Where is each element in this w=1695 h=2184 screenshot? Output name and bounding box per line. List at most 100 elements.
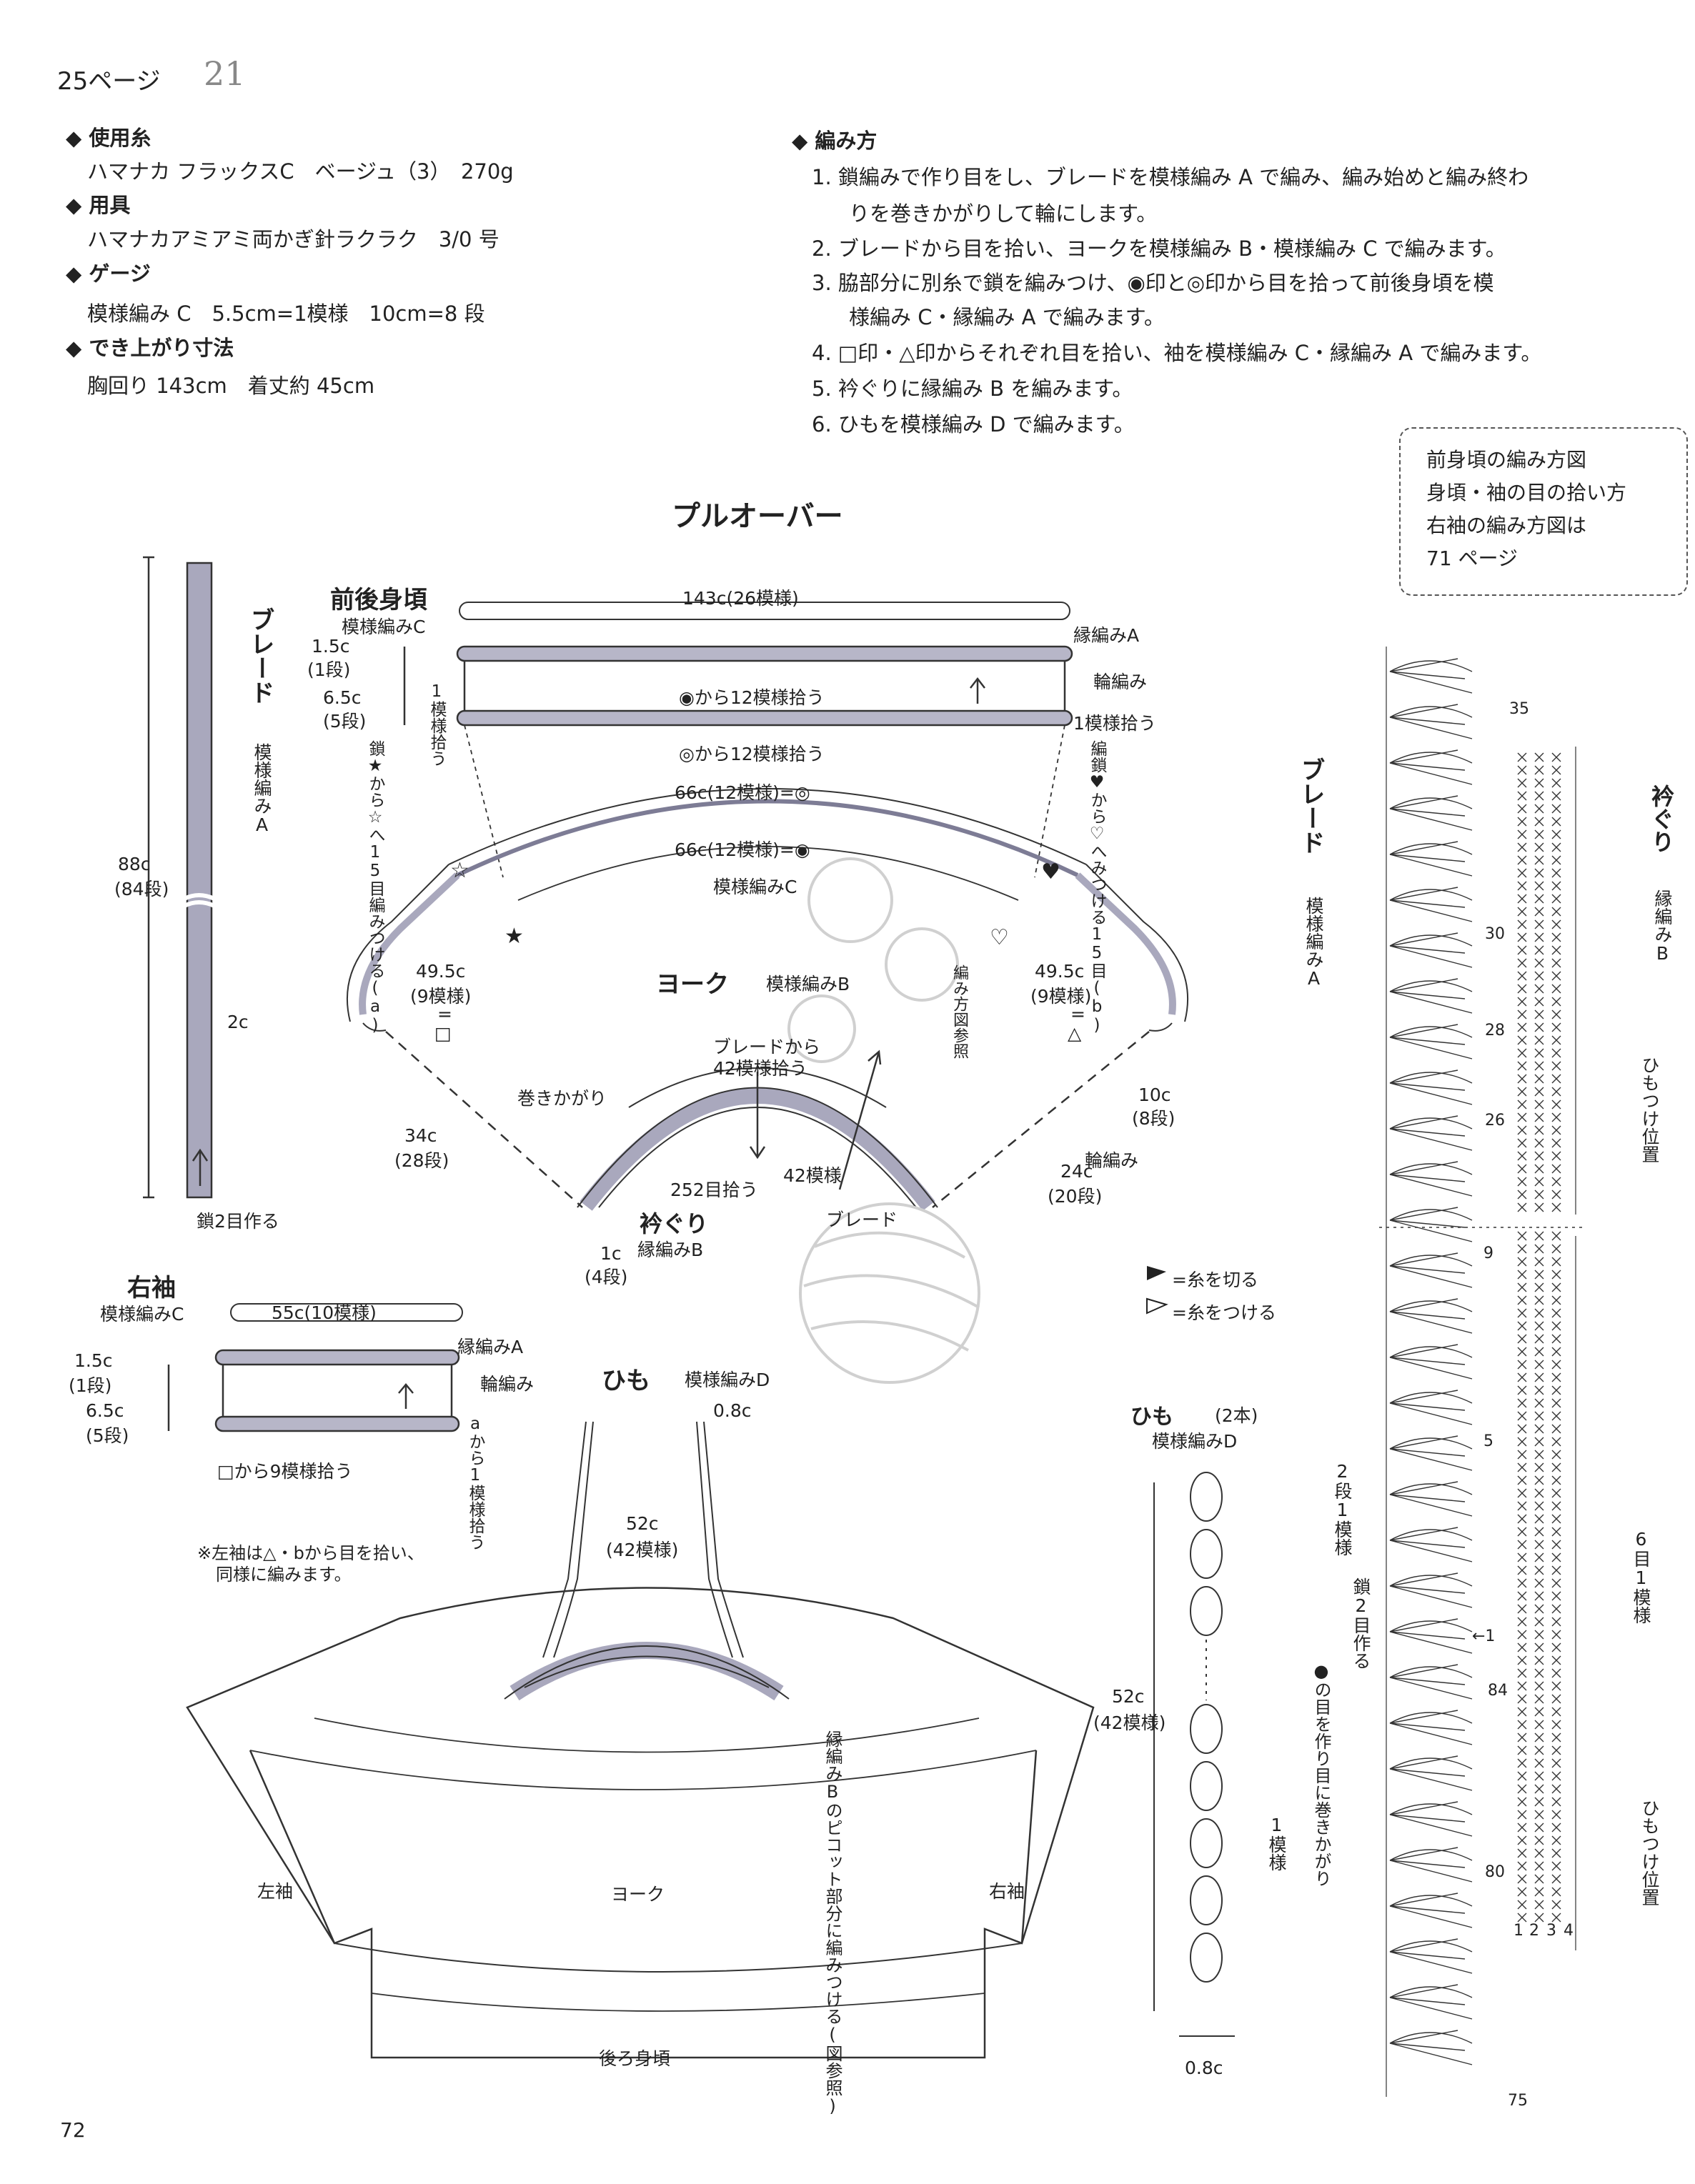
cross-stitch (1517, 1270, 1527, 1280)
cross-stitch (1517, 1720, 1527, 1730)
braid-fan-motif (1389, 1435, 1473, 1471)
cross-stitch (1551, 765, 1561, 775)
triangle-icon: △ (1068, 1023, 1082, 1044)
braid-fan-motif (1389, 1344, 1473, 1380)
cross-stitch (1534, 1321, 1544, 1331)
yoke-left-height: 34c (404, 1125, 437, 1146)
braid-fan-motif (1389, 1618, 1473, 1654)
cross-stitch (1517, 1604, 1527, 1614)
cross-stitch (1534, 1501, 1544, 1511)
body-width-bar (459, 602, 1070, 620)
cross-stitch (1551, 1797, 1561, 1807)
cross-stitch (1534, 1295, 1544, 1305)
cross-stitch (1534, 791, 1544, 801)
cross-stitch (1551, 958, 1561, 968)
neckline-chart-title: 衿ぐり (1648, 784, 1675, 853)
cross-stitch (1517, 1732, 1527, 1742)
cross-stitch (1534, 1527, 1544, 1537)
cross-stitch (1517, 778, 1527, 788)
cross-stitch (1517, 1565, 1527, 1575)
cross-stitch (1517, 1411, 1527, 1421)
yarn-ball-logo (787, 857, 980, 1384)
cross-stitch (1551, 1074, 1561, 1084)
yoke-42-patterns: 42模様 (783, 1165, 842, 1186)
cross-stitch (1534, 1100, 1544, 1110)
cross-stitch (1551, 1655, 1561, 1665)
cross-stitch (1534, 984, 1544, 994)
cross-stitch (1534, 1720, 1544, 1730)
braid-fan-motif (1389, 704, 1473, 739)
cord-thickness: 0.8c (713, 1400, 752, 1421)
cross-stitch (1534, 1202, 1544, 1212)
body-band-bottom (456, 709, 1073, 727)
cross-stitch (1551, 1112, 1561, 1122)
cross-stitch (1534, 1437, 1544, 1447)
cross-stitch (1517, 1360, 1527, 1370)
cross-stitch (1534, 1190, 1544, 1200)
cross-stitch (1517, 1074, 1527, 1084)
cord-chart-pattern-count: (42模様) (1093, 1712, 1166, 1733)
braid-fan-motif (1389, 1893, 1473, 1928)
star-filled-icon: ★ (504, 924, 524, 949)
cross-stitch (1517, 1475, 1527, 1485)
cross-stitch (1551, 1270, 1561, 1280)
braid-fan-motif (1389, 1390, 1473, 1425)
cross-stitch (1551, 1745, 1561, 1755)
cross-stitch (1517, 958, 1527, 968)
size-heading: でき上がり寸法 (89, 336, 234, 360)
cross-stitch (1534, 919, 1544, 929)
yoke-pattern-c: 模様編みC (713, 877, 797, 897)
cross-stitch (1517, 1745, 1527, 1755)
yoke-ring: 輪編み (1085, 1150, 1139, 1171)
cross-stitch (1517, 1591, 1527, 1601)
cross-stitch (1551, 1360, 1561, 1370)
row-number: 5 (1483, 1432, 1493, 1450)
cross-stitch (1534, 1488, 1544, 1498)
sleeve-ring: 輪編み (480, 1374, 535, 1395)
cross-stitch (1551, 1694, 1561, 1704)
size-text: 胸回り 143cm 着丈約 45cm (87, 374, 375, 398)
cross-stitch (1517, 1617, 1527, 1627)
cross-stitch (1517, 1385, 1527, 1395)
cross-stitch (1517, 1035, 1527, 1045)
cross-stitch (1517, 1540, 1527, 1550)
cross-stitch (1517, 1334, 1527, 1344)
cross-stitch (1551, 1720, 1561, 1730)
cross-stitch (1551, 1540, 1561, 1550)
cross-stitch (1517, 1164, 1527, 1174)
cross-stitch (1517, 919, 1527, 929)
chain-left-note: 鎖★から☆へ15目編みつける(a) (366, 740, 384, 1034)
row-number: 84 (1488, 1682, 1508, 1700)
cross-stitch (1517, 894, 1527, 904)
cross-stitch (1534, 1270, 1544, 1280)
cross-stitch (1551, 752, 1561, 762)
body-title: 前後身頃 (330, 586, 427, 614)
reference-note-box: 前身頃の編み方図 身頃・袖の目の拾い方 右袖の編み方図は 71 ページ (1399, 427, 1688, 596)
cross-stitch (1517, 1655, 1527, 1665)
heart-filled-icon: ♥ (1041, 859, 1060, 884)
cross-stitch (1551, 907, 1561, 917)
tool-heading: 用具 (89, 193, 131, 217)
body-width: 143c(26模様) (682, 588, 799, 609)
cross-stitch (1551, 1900, 1561, 1910)
cross-stitch (1551, 1707, 1561, 1717)
cross-stitch (1517, 1630, 1527, 1640)
cross-stitch (1517, 1087, 1527, 1097)
body-pick-vertical: 1模様拾う (427, 682, 446, 767)
cross-stitch (1534, 1617, 1544, 1627)
cross-stitch (1551, 1462, 1561, 1472)
cross-stitch (1534, 945, 1544, 955)
cross-stitch (1517, 1177, 1527, 1187)
cross-stitch (1517, 1295, 1527, 1305)
cross-stitch (1551, 778, 1561, 788)
yoke-right-patterns: (9模様) (1030, 986, 1092, 1007)
star-outline-icon: ☆ (450, 858, 469, 883)
cross-stitch (1551, 1151, 1561, 1161)
diamond-icon: ◆ (792, 129, 815, 153)
braid-fan-motif (1389, 1161, 1473, 1197)
cross-stitch (1534, 881, 1544, 891)
cord-left (542, 1421, 587, 1658)
cross-stitch (1517, 1125, 1527, 1135)
cross-stitch (1517, 1231, 1527, 1241)
cross-stitch (1517, 829, 1527, 839)
